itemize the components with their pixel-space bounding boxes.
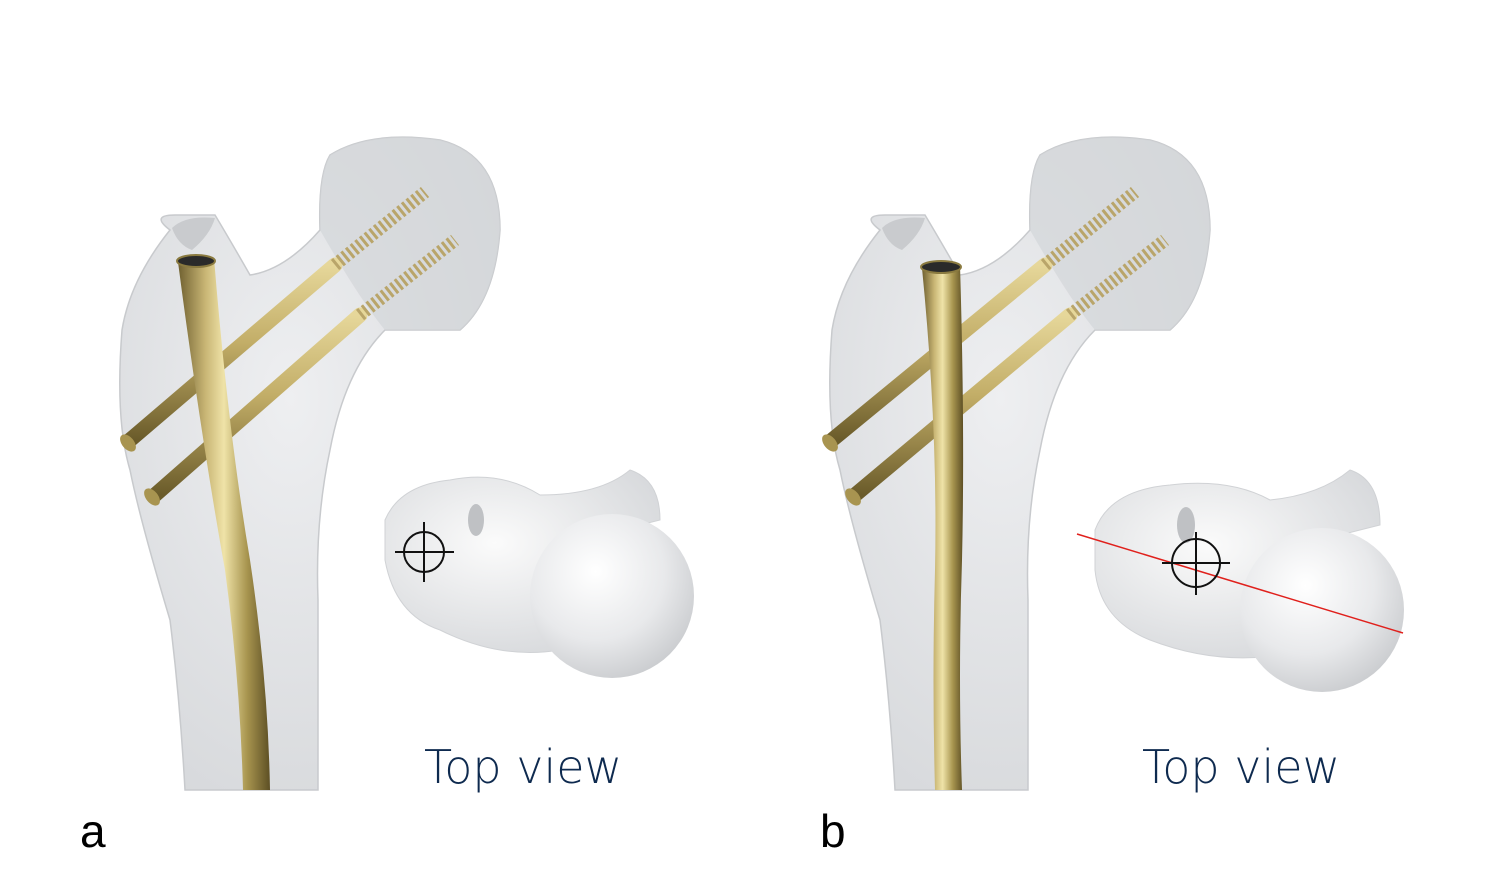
top-view-label: Top view [424, 740, 623, 794]
top-view-label: Top view [1142, 740, 1341, 794]
femoral-head [1029, 137, 1210, 330]
intramedullary-nail [176, 254, 270, 790]
panel-letter: b [820, 805, 846, 857]
top-view-femoral-head [530, 514, 694, 678]
femoral-head [319, 137, 500, 330]
crosshair-icon [395, 522, 454, 582]
screw-lower [144, 234, 460, 506]
panel-b: Top view b [710, 0, 1460, 890]
crosshair-icon [1162, 532, 1230, 595]
femur-nail-illustration [119, 136, 694, 791]
top-view-inset [1076, 469, 1404, 692]
panel-a: Top view a [80, 136, 694, 857]
panel-letter: a [80, 805, 106, 857]
intramedullary-nail [920, 260, 964, 790]
top-view-femoral-head [1240, 528, 1404, 692]
guide-line [1076, 533, 1404, 634]
femur-nail-illustration [822, 136, 1404, 791]
screw-upper [120, 186, 430, 452]
top-view-bone [384, 469, 661, 653]
top-view-inset [384, 469, 694, 678]
